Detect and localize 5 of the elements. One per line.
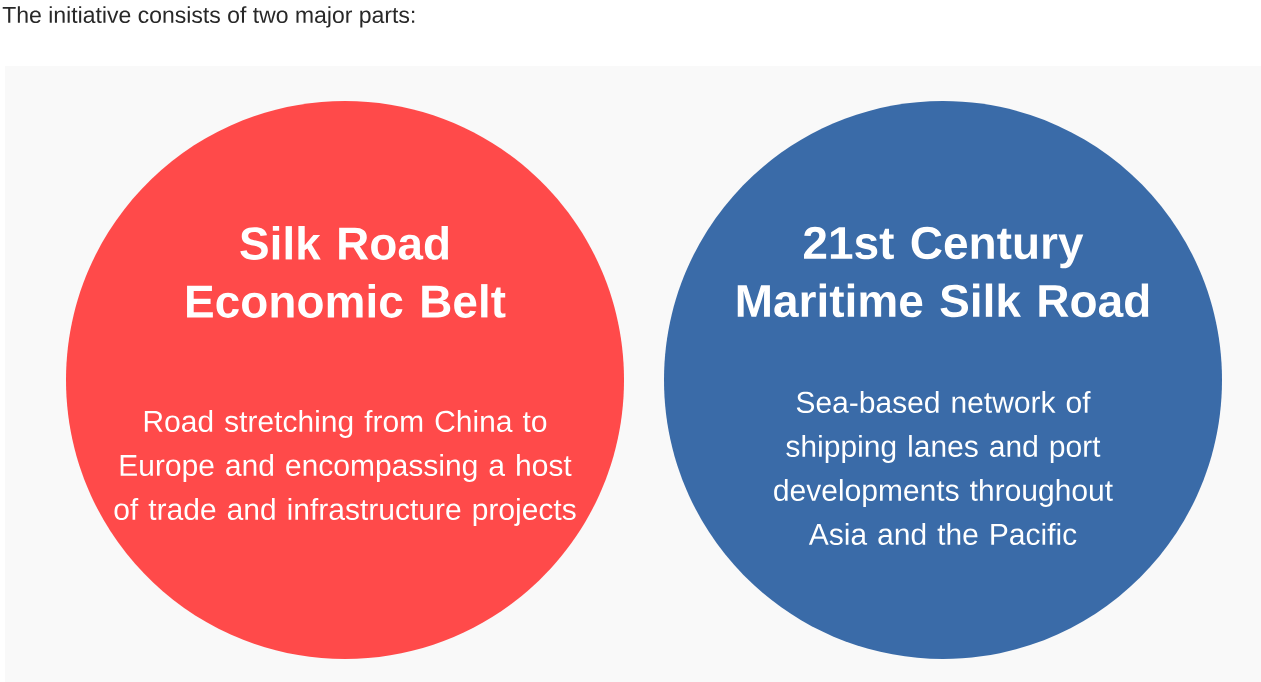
heading: Silk Road Economic Belt (187, 226, 506, 318)
description: Sea-based network of shipping lanes and port developments throughout Asia and the Pacific (774, 390, 1113, 545)
description: Road stretching from China to Europe and encompassing a host of trade and infrastructure projects (114, 410, 576, 526)
title: The initiative consists of two major parts: (2, 6, 415, 28)
heading: 21st Century Maritime Silk Road (737, 226, 1149, 318)
